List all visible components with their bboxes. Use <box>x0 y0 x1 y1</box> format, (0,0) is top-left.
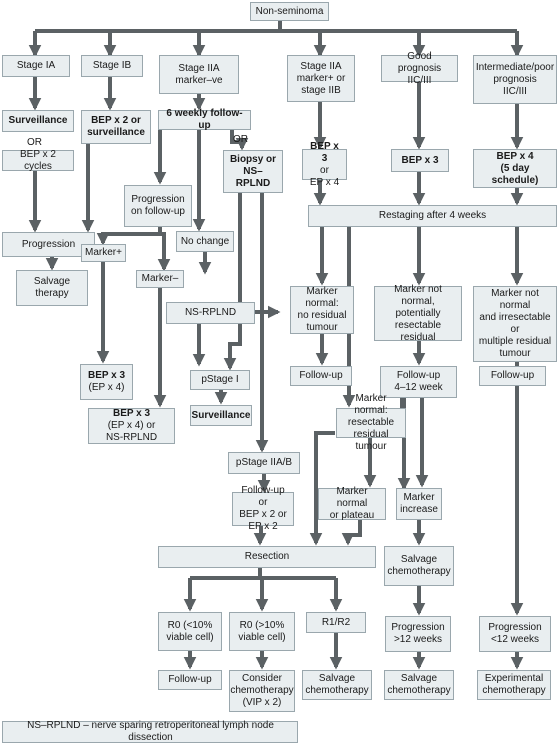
footnote: NS–RPLND – nerve sparing retroperitoneal… <box>2 720 298 743</box>
node-marker-not-normal-irresectable: Marker not normal and irresectable or mu… <box>473 286 557 362</box>
node-follow-up-1: Follow-up <box>290 366 352 386</box>
node-follow-up-or-bep: Follow-up or BEP x 2 or EP x 2 <box>232 485 294 532</box>
connector <box>341 520 362 546</box>
node-stage-iia-marker-negative: Stage IIA marker–ve <box>159 55 239 94</box>
ep-x4-label: (EP x 4) <box>88 382 125 393</box>
node-surveillance-pstage-i: Surveillance <box>190 405 252 426</box>
node-r1-r2: R1/R2 <box>306 612 366 633</box>
connector <box>230 130 249 151</box>
node-no-change: No change <box>176 231 234 252</box>
node-r0-greater-10: R0 (>10% viable cell) <box>229 612 295 651</box>
node-restaging-after-4-weeks: Restaging after 4 weeks <box>308 205 557 227</box>
node-marker-normal-resectable-residual: Marker normal: resectable residual tumou… <box>336 393 406 452</box>
node-stage-ia: Stage IA <box>2 55 70 77</box>
or-label-1: OR <box>27 137 42 148</box>
node-biopsy-or-ns-rplnd: Biopsy or NS–RPLND <box>223 150 283 193</box>
node-marker-not-normal-resectable: Marker not normal, potentially resectabl… <box>374 284 462 343</box>
node-non-seminoma: Non-seminoma <box>250 2 329 21</box>
connector <box>309 431 335 546</box>
or-label-2: OR <box>233 134 248 145</box>
node-bep-x3-ep-x4-marker-plus: BEP x 3 (EP x 4) <box>80 364 133 400</box>
node-stage-ib: Stage IB <box>81 55 143 77</box>
node-follow-up-3: Follow-up <box>158 670 222 690</box>
node-marker-increase: Marker increase <box>396 488 442 520</box>
node-salvage-chemotherapy-3: Salvage chemotherapy <box>384 670 454 700</box>
node-follow-up-2: Follow-up <box>479 366 546 386</box>
node-progression-gt-12-weeks: Progression >12 weeks <box>385 616 451 652</box>
node-6-weekly-follow-up: 6 weekly follow-up <box>158 108 251 131</box>
node-salvage-chemotherapy-1: Salvage chemotherapy <box>384 546 454 586</box>
node-bep-x2-or-surveillance: BEP x 2 or surveillance <box>81 110 151 144</box>
connector <box>157 232 171 272</box>
node-surveillance-ia: Surveillance <box>2 110 74 132</box>
node-bep-x3-or-ep-x4-stage-iia: BEP x 3 or EP x 4 <box>302 141 347 188</box>
node-bep-x2-cycles: BEP x 2 cycles <box>2 149 74 172</box>
node-marker-normal-no-residual: Marker normal: no residual tumour <box>290 286 354 334</box>
connector <box>223 193 242 371</box>
node-progression-lt-12-weeks: Progression <12 weeks <box>479 616 551 652</box>
node-marker-normal-or-plateau: Marker normal or plateau <box>318 486 386 521</box>
node-ns-rplnd: NS-RPLND <box>166 302 255 324</box>
node-marker-minus: Marker– <box>136 270 184 288</box>
node-pstage-iia-b: pStage IIA/B <box>228 452 300 474</box>
node-marker-plus: Marker+ <box>81 244 126 262</box>
node-good-prognosis: Good prognosis IIC/III <box>381 51 458 86</box>
connector <box>253 526 267 546</box>
node-r0-less-10: R0 (<10% viable cell) <box>158 612 222 651</box>
bep-x3-label: BEP x 3 <box>310 140 339 164</box>
node-bep-x4-5-day: BEP x 4 (5 day schedule) <box>473 149 557 188</box>
ep-x4-or-ns-rplnd-label: (EP x 4) or NS-RPLND <box>105 420 158 443</box>
node-stage-iia-marker-positive: Stage IIA marker+ or stage IIB <box>287 55 355 102</box>
node-pstage-i: pStage I <box>190 370 250 390</box>
node-intermediate-poor-prognosis: Intermediate/poor prognosis IIC/III <box>473 55 557 104</box>
bep-x3-label: BEP x 3 <box>87 370 126 381</box>
or-ep-x4-label: or EP x 4 <box>309 164 340 188</box>
node-progression-on-follow-up: Progression on follow-up <box>124 185 192 227</box>
node-bep-x3-or-ns-rplnd: BEP x 3 (EP x 4) or NS-RPLND <box>88 408 175 444</box>
node-bep-x3-good: BEP x 3 <box>391 149 449 172</box>
node-resection: Resection <box>158 546 376 568</box>
node-experimental-chemotherapy: Experimental chemotherapy <box>477 670 551 700</box>
node-consider-chemotherapy: Consider chemotherapy (VIP x 2) <box>229 670 295 712</box>
node-follow-up-4-12-week: Follow-up 4–12 week <box>380 366 457 398</box>
node-salvage-chemotherapy-2: Salvage chemotherapy <box>302 670 372 700</box>
node-salvage-therapy: Salvage therapy <box>16 270 88 306</box>
connector <box>96 227 162 246</box>
node-progression: Progression <box>2 232 95 257</box>
bep-x3-label: BEP x 3 <box>112 408 151 419</box>
